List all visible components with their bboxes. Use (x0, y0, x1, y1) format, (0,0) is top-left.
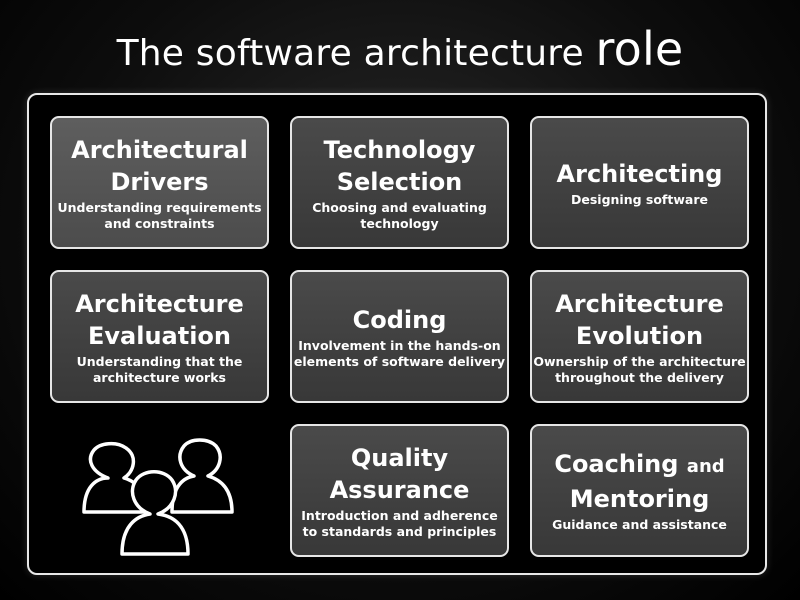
box-heading: Architectural Drivers (71, 135, 248, 196)
heading-coaching: Coaching (554, 450, 679, 478)
box-heading: Architecture Evolution (555, 289, 724, 350)
box-subtitle: Designing software (571, 191, 708, 207)
box-architecting: Architecting Designing software (530, 116, 749, 249)
person-right-icon (170, 438, 234, 514)
box-subtitle: Guidance and assistance (552, 517, 727, 532)
heading-and: and (686, 456, 725, 477)
box-architecture-evolution: Architecture Evolution Ownership of the … (530, 270, 749, 403)
box-subtitle: Introduction and adherence to standards … (301, 507, 498, 539)
person-left-icon (82, 441, 148, 514)
box-heading: Architecture Evaluation (75, 289, 244, 350)
heading-mentoring: Mentoring (569, 485, 710, 513)
title-emphasis: role (595, 22, 684, 76)
people-group-icon (82, 438, 234, 556)
box-subtitle: Understanding that the architecture work… (76, 353, 243, 385)
box-heading: Architecting (556, 159, 723, 188)
box-coding: Coding Involvement in the hands-on eleme… (290, 270, 509, 403)
box-heading: Coding (352, 305, 447, 334)
box-technology-selection: Technology Selection Choosing and evalua… (290, 116, 509, 249)
box-heading: Quality Assurance (329, 443, 470, 504)
box-architectural-drivers: Architectural Drivers Understanding requ… (50, 116, 269, 249)
box-subtitle: Involvement in the hands-on elements of … (293, 337, 506, 369)
box-subtitle: Understanding requirements and constrain… (57, 199, 262, 231)
box-quality-assurance: Quality Assurance Introduction and adher… (290, 424, 509, 557)
person-front-icon (120, 470, 190, 556)
page-title: The software architecture role (0, 22, 800, 76)
box-heading: Technology Selection (323, 135, 476, 196)
box-subtitle: Ownership of the architecture throughout… (533, 353, 746, 385)
box-architecture-evaluation: Architecture Evaluation Understanding th… (50, 270, 269, 403)
box-subtitle: Choosing and evaluating technology (312, 199, 487, 231)
title-main: The software architecture (116, 33, 584, 74)
